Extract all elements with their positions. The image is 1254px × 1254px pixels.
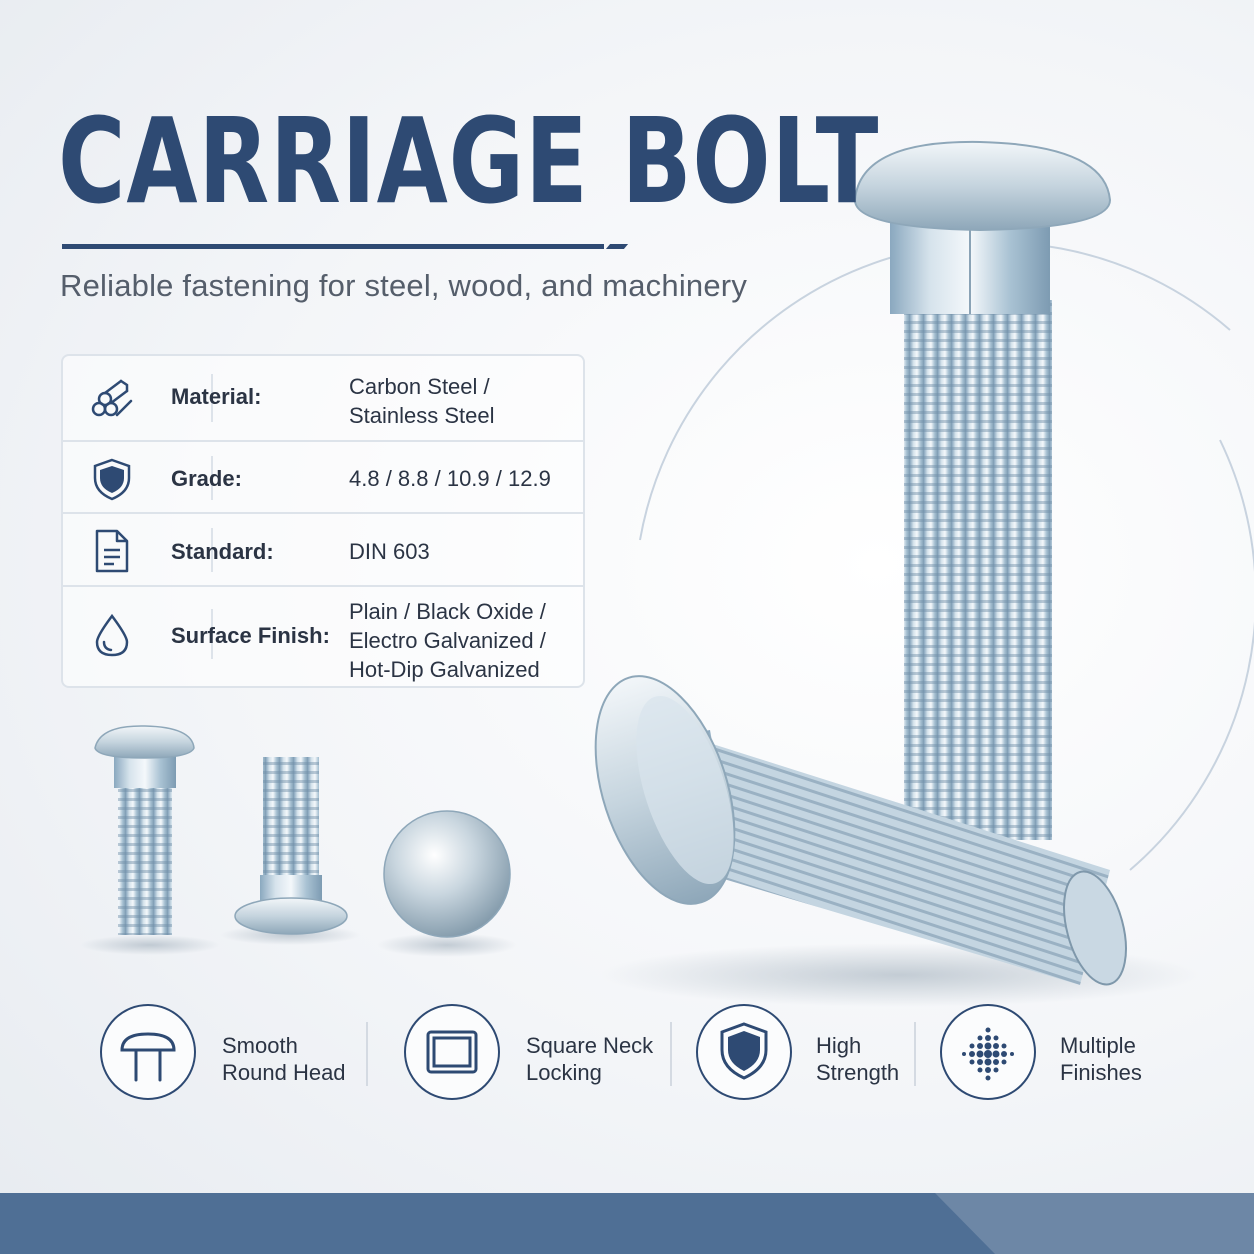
spec-label-grade: Grade: [171,466,242,491]
feature-label-line2: Locking [526,1060,602,1085]
feature-label-line2: Finishes [1060,1060,1142,1085]
feature-label: High Strength [816,1032,899,1086]
spec-row-standard: Standard: DIN 603 [63,512,583,585]
spec-divider [211,374,213,422]
spec-table: Material: Carbon Steel / Stainless Steel… [61,354,585,688]
droplet-icon [95,613,129,657]
feature-label: Smooth Round Head [222,1032,346,1086]
spec-divider [211,456,213,500]
page-subtitle: Reliable fastening for steel, wood, and … [60,268,748,303]
spec-row-material: Material: Carbon Steel / Stainless Steel [63,356,583,440]
feature-label-line2: Strength [816,1060,900,1085]
spec-divider [211,528,213,572]
shield-icon [93,458,131,501]
feature-icon-circle [696,1004,792,1100]
bottom-band [0,1193,1254,1254]
spec-value-material: Carbon Steel / Stainless Steel [349,374,495,428]
feature-label-line2: Round Head [222,1060,346,1085]
spec-label-material: Material: [171,384,262,409]
spec-row-surface-finish: Surface Finish: Plain / Black Oxide / El… [63,585,583,686]
spec-label-surface-finish: Surface Finish: [171,623,330,648]
spec-row-grade: Grade: 4.8 / 8.8 / 10.9 / 12.9 [63,440,583,512]
feature-icon-circle [100,1004,196,1100]
feature-divider [914,1022,916,1086]
feature-label: Square Neck Locking [526,1032,653,1086]
feature-label: Multiple Finishes [1060,1032,1142,1086]
feature-label-line1: High [816,1033,862,1058]
document-icon [95,529,129,573]
spec-value-grade: 4.8 / 8.8 / 10.9 / 12.9 [349,466,551,491]
feature-label-line1: Multiple [1060,1033,1136,1058]
feature-label-line1: Smooth [222,1033,298,1058]
feature-divider [366,1022,368,1086]
feature-divider [670,1022,672,1086]
feature-icon-circle [404,1004,500,1100]
square-neck-icon [426,1030,478,1074]
spec-divider [211,609,213,659]
title-underline [62,244,604,249]
feature-label-line1: Square Neck [526,1033,654,1058]
spec-value-surface-finish: Plain / Black Oxide / Electro Galvanized… [349,599,546,682]
page-title: CARRIAGE BOLT [58,92,880,230]
round-head-icon [120,1032,176,1082]
spec-value-standard: DIN 603 [349,539,430,564]
feature-icon-circle [940,1004,1036,1100]
spec-label-standard: Standard: [171,539,274,564]
material-bars-icon [91,379,133,417]
feature-strip: Smooth Round Head Square Neck Locking [98,1004,1158,1106]
dotted-pattern-icon [962,1027,1014,1081]
shield-icon [720,1022,768,1080]
